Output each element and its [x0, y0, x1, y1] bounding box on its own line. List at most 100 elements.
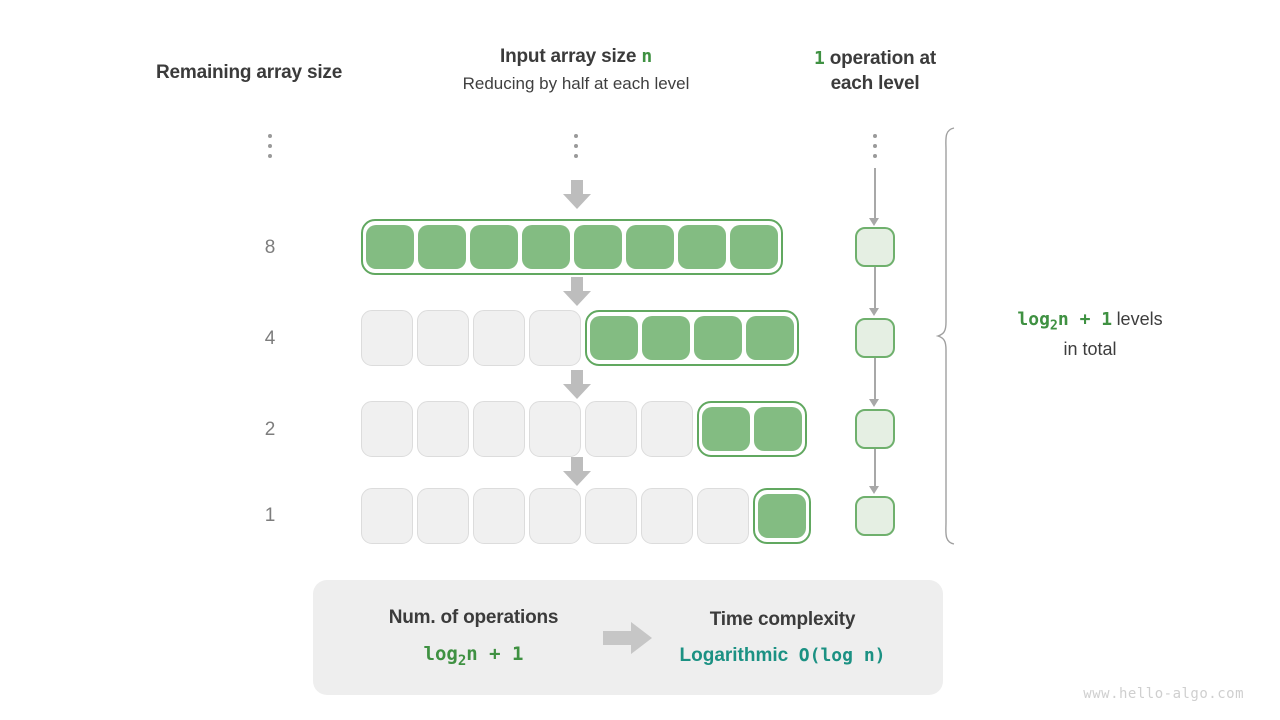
array-cell-inactive[interactable] [417, 401, 469, 457]
array-cell-inactive[interactable] [641, 488, 693, 544]
summary-operations-column: Num. of operations log2n + 1 [347, 607, 600, 669]
array-row-level-1 [361, 219, 783, 275]
row-label-size-1: 1 [264, 505, 276, 526]
row-label-size-8: 8 [264, 237, 276, 258]
array-cell-inactive[interactable] [473, 310, 525, 366]
down-arrow-icon [562, 457, 592, 487]
header-operations-line1: operation at [829, 48, 937, 69]
ellipsis-dots-middle [574, 134, 578, 158]
levels-brace [935, 126, 962, 551]
array-cell-inactive[interactable] [585, 401, 637, 457]
dot [574, 134, 578, 138]
header-input-subtitle: Reducing by half at each level [462, 74, 690, 93]
array-cell-inactive[interactable] [641, 401, 693, 457]
summary-operations-title: Num. of operations [388, 606, 559, 628]
array-cell-inactive[interactable] [529, 488, 581, 544]
dot [268, 144, 272, 148]
levels-formula-rest: n + 1 [1057, 309, 1113, 330]
dot [873, 134, 877, 138]
operation-box-level-2[interactable] [855, 318, 895, 358]
active-segment-1 [753, 488, 811, 544]
array-cell-active[interactable] [418, 225, 466, 269]
header-input-title-text: Input array size [500, 46, 637, 67]
levels-in-total: in total [1063, 338, 1117, 359]
operation-box-level-4[interactable] [855, 496, 895, 536]
array-cell-inactive[interactable] [529, 310, 581, 366]
array-cell-inactive[interactable] [529, 401, 581, 457]
array-cell-active[interactable] [642, 316, 690, 360]
summary-arrow-icon [600, 621, 656, 655]
complexity-big-o: O(log n) [798, 644, 886, 666]
header-input-title: Input array size n [415, 46, 737, 68]
header-input-array-size: Input array size n Reducing by half at e… [415, 46, 737, 94]
array-cell-active[interactable] [754, 407, 802, 451]
active-segment-8 [361, 219, 783, 275]
array-cell-active[interactable] [522, 225, 570, 269]
dot [574, 144, 578, 148]
array-cell-inactive[interactable] [361, 310, 413, 366]
summary-complexity-value: Logarithmic O(log n) [656, 645, 909, 667]
array-cell-active[interactable] [702, 407, 750, 451]
operation-box-level-1[interactable] [855, 227, 895, 267]
array-cell-active[interactable] [590, 316, 638, 360]
array-cell-inactive[interactable] [361, 488, 413, 544]
array-row-level-3 [361, 401, 807, 457]
op-arrowhead-icon [869, 218, 879, 226]
ellipsis-dots-left [268, 134, 272, 158]
array-row-level-2 [361, 310, 799, 366]
summary-ops-log: log [423, 642, 458, 665]
array-cell-inactive[interactable] [473, 488, 525, 544]
summary-ops-base: 2 [457, 652, 467, 669]
active-segment-4 [585, 310, 799, 366]
op-connector-line [874, 168, 876, 220]
array-cell-active[interactable] [626, 225, 674, 269]
dot [873, 144, 877, 148]
array-cell-active[interactable] [678, 225, 726, 269]
operation-box-level-3[interactable] [855, 409, 895, 449]
row-label-size-4: 4 [264, 328, 276, 349]
op-connector-line [874, 449, 876, 489]
dot [268, 134, 272, 138]
array-cell-inactive[interactable] [417, 310, 469, 366]
levels-formula: log2n + 1 [1017, 309, 1113, 334]
levels-word: levels [1116, 309, 1163, 329]
array-cell-active[interactable] [730, 225, 778, 269]
array-row-level-4 [361, 488, 811, 544]
array-cell-active[interactable] [574, 225, 622, 269]
array-cell-active[interactable] [694, 316, 742, 360]
summary-box: Num. of operations log2n + 1 Time comple… [313, 580, 943, 695]
array-cell-inactive[interactable] [473, 401, 525, 457]
op-connector-line [874, 358, 876, 402]
header-operations-per-level: 1 operation at each level [775, 46, 975, 96]
array-cell-active[interactable] [746, 316, 794, 360]
row-label-size-2: 2 [264, 419, 276, 440]
summary-operations-value: log2n + 1 [347, 643, 600, 669]
op-arrowhead-icon [869, 486, 879, 494]
header-remaining-array-size: Remaining array size [156, 62, 343, 83]
array-cell-inactive[interactable] [417, 488, 469, 544]
op-arrowhead-icon [869, 308, 879, 316]
dot [574, 154, 578, 158]
summary-complexity-title: Time complexity [709, 608, 856, 630]
op-connector-line [874, 267, 876, 311]
complexity-word: Logarithmic [679, 644, 789, 666]
array-cell-inactive[interactable] [585, 488, 637, 544]
levels-formula-base: 2 [1049, 318, 1058, 334]
dot [873, 154, 877, 158]
array-cell-active[interactable] [758, 494, 806, 538]
ellipsis-dots-right [873, 134, 877, 158]
levels-formula-log: log [1017, 309, 1050, 330]
down-arrow-icon [562, 180, 592, 210]
array-cell-inactive[interactable] [697, 488, 749, 544]
summary-ops-rest: n + 1 [466, 642, 524, 665]
down-arrow-icon [562, 370, 592, 400]
active-segment-2 [697, 401, 807, 457]
op-arrowhead-icon [869, 399, 879, 407]
array-cell-inactive[interactable] [361, 401, 413, 457]
array-cell-active[interactable] [366, 225, 414, 269]
array-cell-active[interactable] [470, 225, 518, 269]
watermark: www.hello-algo.com [1083, 686, 1244, 702]
dot [268, 154, 272, 158]
down-arrow-icon [562, 277, 592, 307]
